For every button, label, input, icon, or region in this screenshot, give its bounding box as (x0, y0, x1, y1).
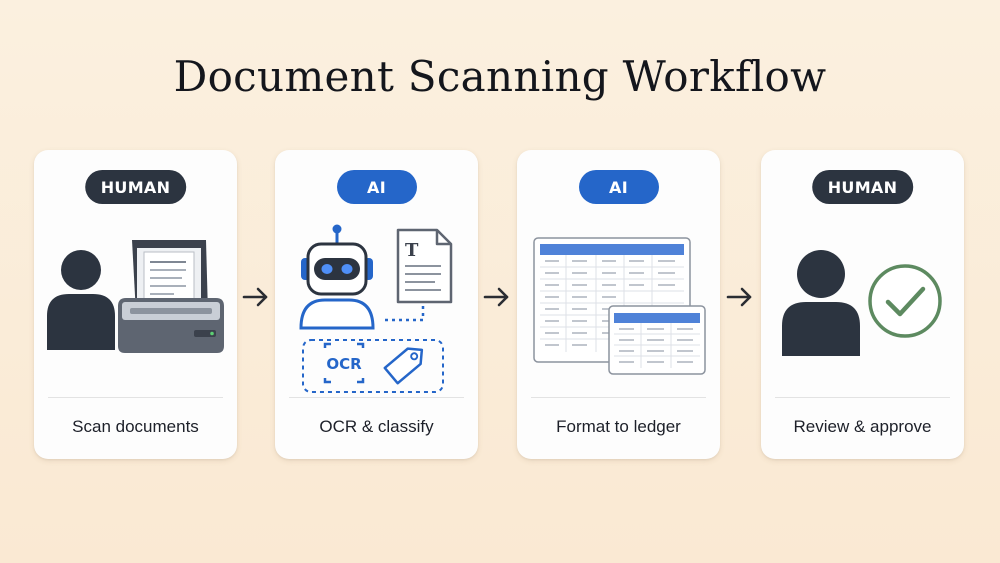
person-icon (782, 250, 860, 356)
step-label: Review & approve (793, 417, 932, 436)
step-card-review: HUMAN Review & approve (761, 150, 964, 459)
check-circle-icon (868, 264, 942, 338)
step-card-ocr: AI T OCR (275, 150, 478, 459)
tag-icon (383, 347, 424, 385)
card-divider (48, 397, 223, 398)
scan-illustration (47, 240, 224, 353)
person-icon (47, 250, 115, 350)
ledger-illustration (533, 237, 706, 375)
svg-text:OCR: OCR (326, 355, 362, 373)
flow-arrow-icon (726, 287, 752, 307)
role-badge-human: HUMAN (811, 170, 914, 204)
table-icon (608, 305, 706, 375)
svg-text:T: T (405, 240, 419, 261)
role-badge-ai: AI (336, 170, 417, 204)
text-document-icon: T (396, 228, 453, 304)
card-divider (531, 397, 706, 398)
ocr-icon: OCR (323, 342, 365, 384)
card-divider (775, 397, 950, 398)
review-illustration (782, 250, 942, 356)
scanner-icon (118, 240, 224, 353)
robot-icon (299, 224, 375, 330)
flow-arrow-icon (483, 287, 509, 307)
step-label: OCR & classify (319, 417, 434, 436)
step-label: Scan documents (72, 417, 199, 436)
diagram-title: Document Scanning Workflow (173, 52, 827, 101)
step-label: Format to ledger (556, 417, 681, 436)
ocr-illustration: T OCR (299, 224, 453, 393)
step-card-scan: HUMAN Scan documents (34, 150, 237, 459)
card-divider (289, 397, 464, 398)
step-card-ledger: AI (517, 150, 720, 459)
role-badge-human: HUMAN (84, 170, 187, 204)
role-badge-ai: AI (578, 170, 659, 204)
flow-arrow-icon (242, 287, 268, 307)
